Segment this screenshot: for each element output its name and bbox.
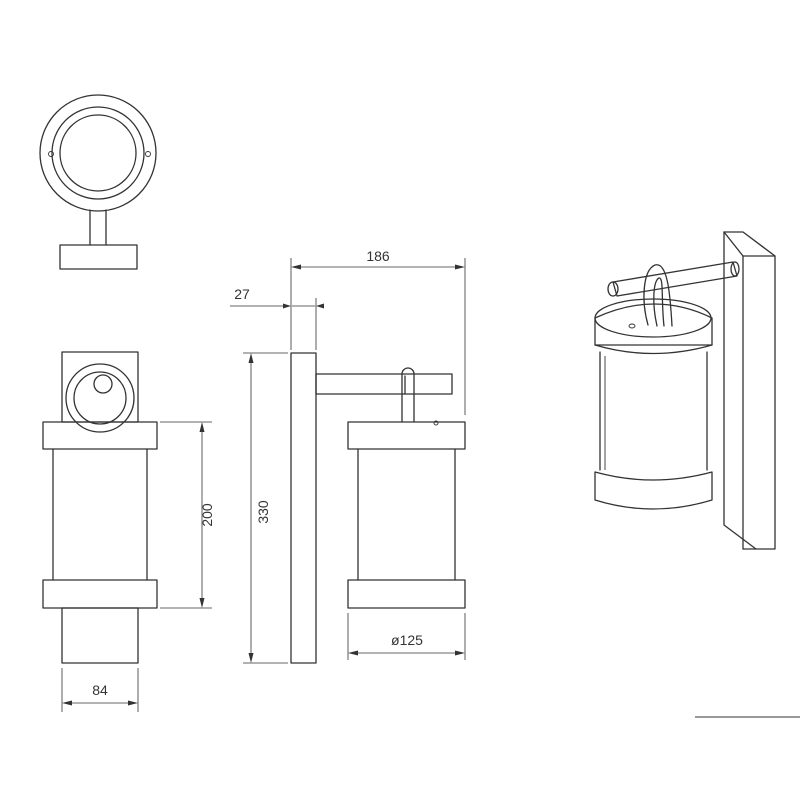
iso-arm-end [607,281,619,297]
dim-330-arrow-top [248,353,254,363]
dim-200-arrow-top [199,422,205,432]
dim-84-label: 84 [92,682,108,698]
side-view: 186 27 330 ø125 [230,248,466,664]
iso-hook-inner [653,277,665,327]
front-view-backplate [61,351,139,423]
top-view-inner-ring [51,106,145,200]
dim-125-arrow-right [455,650,465,656]
top-view-backplate [59,244,138,270]
iso-arm-base [730,261,740,277]
front-view: 200 84 [42,351,215,712]
iso-top-cap [594,303,713,346]
dim-186-arrow-left [291,264,301,270]
front-view-hook-inner [73,371,127,425]
dim-125-arrow-left [348,650,358,656]
front-view-hook-outer [65,363,135,433]
dim-200-arrow-bottom [199,598,205,608]
iso-top-cap-face [594,298,712,338]
side-view-bottom-ring [347,579,466,609]
top-view-screw-right [145,151,151,157]
dim-125-label: ø125 [391,632,423,648]
top-view-screw-left [48,151,54,157]
top-view-glass [59,114,137,192]
iso-hook-outer [643,264,673,327]
dim-84-arrow-left [62,700,72,706]
top-view-outer-ring [39,94,157,212]
dim-330-label: 330 [255,500,271,524]
dim-27-label: 27 [234,286,250,302]
side-view-cap-screw [433,420,439,426]
iso-bottom-ring [594,471,713,510]
dim-330-arrow-bottom [248,653,254,663]
dim-27-arrow-right [316,303,324,309]
side-view-arm [315,373,453,395]
iso-cap-lower-edge [594,344,713,355]
front-view-top-cap [42,421,158,450]
front-view-bottom-ring [42,579,158,609]
iso-arm [612,261,738,297]
iso-cap-screw [628,323,636,329]
dim-186-label: 186 [366,248,390,264]
dim-200-label: 200 [199,503,215,527]
isometric-view [594,231,776,550]
iso-backplate-edge-diag [723,231,744,257]
side-view-backplate [290,352,317,664]
dim-186-arrow-right [455,264,465,270]
side-view-hook [401,367,415,423]
front-view-rod-end [93,374,113,394]
dim-27-arrow-left [283,303,291,309]
top-view [39,94,157,270]
dim-84-arrow-right [128,700,138,706]
iso-backplate [723,231,776,550]
side-view-top-cap [347,421,466,450]
front-view-base [61,607,139,664]
